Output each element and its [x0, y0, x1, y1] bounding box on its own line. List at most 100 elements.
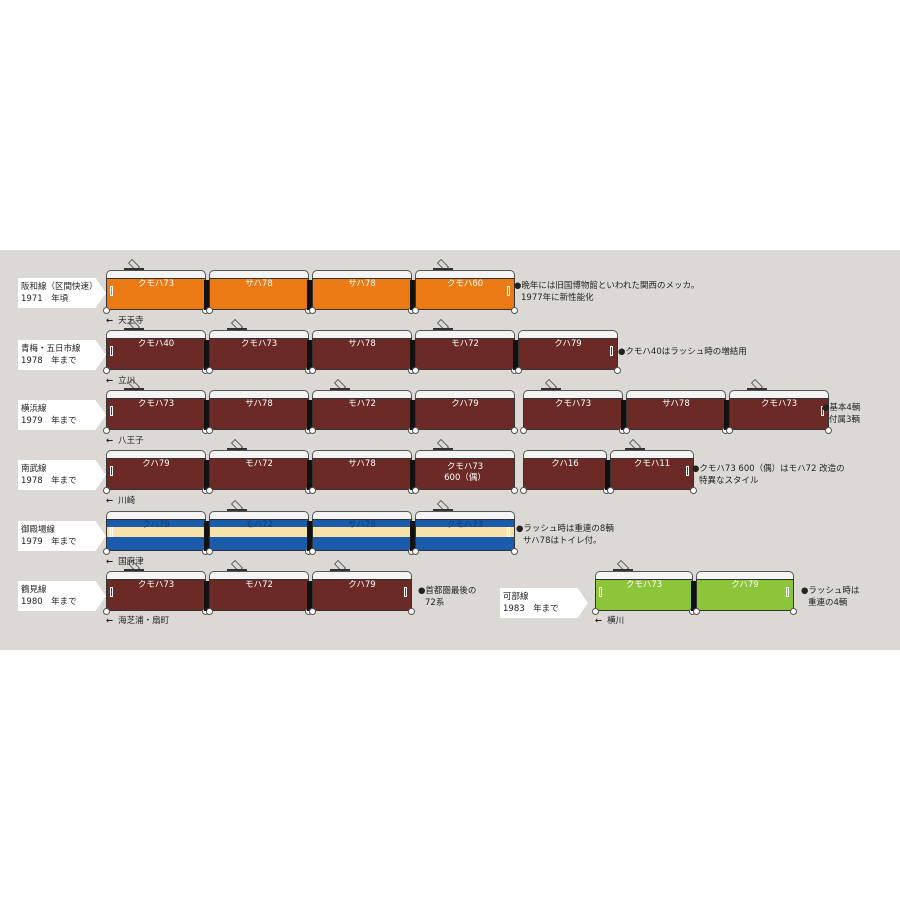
note-line: 72系 — [425, 598, 445, 608]
car-stripe — [312, 519, 412, 527]
train-note: ●クモハ73 600（偶）はモハ72 改造の特異なスタイル — [692, 463, 845, 487]
car-body — [312, 338, 412, 370]
pantograph-base — [541, 388, 561, 390]
train-car: クモハ60 — [412, 259, 518, 314]
car-connector — [307, 460, 312, 490]
train-note: ●クモハ40はラッシュ時の増結用 — [618, 346, 747, 358]
note-line: 特異なスタイル — [699, 476, 759, 486]
car-roof — [415, 270, 515, 278]
car-roof — [209, 571, 309, 579]
car-roof — [415, 390, 515, 398]
train-car: クモハ73 — [103, 560, 209, 615]
car-connector — [410, 460, 415, 490]
train-car: クハ79 — [693, 571, 797, 615]
car-roof — [106, 450, 206, 458]
car-body — [106, 278, 206, 310]
line-name: 南武線 — [21, 464, 47, 474]
car-stripe — [106, 519, 206, 527]
car-wheel — [103, 608, 110, 615]
car-wheel — [309, 487, 316, 494]
car-wheel — [309, 427, 316, 434]
pantograph-base — [227, 448, 247, 450]
train-car: クモハ73 — [103, 259, 209, 314]
car-connector — [621, 400, 626, 430]
note-line: ●クモハ40はラッシュ時の増結用 — [618, 347, 747, 357]
line-name: 青梅・五日市線 — [21, 344, 81, 354]
destination-name: 海芝浦・扇町 — [118, 616, 170, 626]
cab-window — [110, 406, 113, 416]
car-stripe — [312, 537, 412, 551]
note-line: ●ラッシュ時は — [801, 586, 860, 596]
car-body — [209, 458, 309, 490]
car-wheel — [103, 427, 110, 434]
car-stripe — [209, 537, 309, 551]
destination: ←国府津 — [106, 555, 144, 567]
car-wheel — [511, 427, 518, 434]
car-wheel — [206, 307, 213, 314]
car-roof — [415, 450, 515, 458]
car-roof — [209, 330, 309, 338]
destination: ←立川 — [106, 374, 135, 386]
arrow-left-icon: ← — [595, 616, 603, 626]
pantograph-base — [124, 268, 144, 270]
line-name: 可部線 — [503, 592, 529, 602]
car-body — [312, 458, 412, 490]
car-connector — [410, 340, 415, 370]
car-connector — [410, 521, 415, 551]
arrow-left-icon: ← — [106, 436, 114, 446]
car-body — [415, 519, 515, 551]
train-car: クハ79 — [309, 560, 415, 615]
train-car: クモハ11 — [607, 439, 697, 494]
car-wheel — [693, 608, 700, 615]
pantograph-base — [227, 569, 247, 571]
cab-window — [110, 466, 113, 476]
car-wheel — [412, 307, 419, 314]
train-car: クモハ73 — [206, 319, 312, 374]
train-note: ●首都圏最後の 72系 — [418, 585, 476, 609]
train-car: クモハ73 — [103, 379, 209, 434]
line-label: 可部線 1983 年まで — [500, 588, 588, 618]
note-line: ●クモハ73 600（偶）はモハ72 改造の — [692, 464, 845, 474]
car-wheel — [790, 608, 797, 615]
train-car: クモハ73 — [726, 379, 832, 434]
train-car: モハ72 — [206, 500, 312, 555]
car-roof — [106, 390, 206, 398]
car-body — [518, 338, 618, 370]
car-connector — [513, 340, 518, 370]
car-roof — [595, 571, 693, 579]
car-body — [106, 458, 206, 490]
train-car: クハ79 — [103, 450, 209, 494]
car-roof — [106, 330, 206, 338]
car-wheel — [592, 608, 599, 615]
cab-window — [786, 587, 789, 597]
pantograph-base — [227, 509, 247, 511]
car-wheel — [412, 367, 419, 374]
line-name: 御殿場線 — [21, 525, 56, 535]
car-roof — [209, 390, 309, 398]
car-roof — [209, 450, 309, 458]
pantograph-base — [433, 448, 453, 450]
line-period: 1983 年まで — [503, 604, 559, 614]
car-body — [415, 338, 515, 370]
note-line: ●首都圏最後の — [418, 586, 477, 596]
car-roof — [696, 571, 794, 579]
note-line: 1977年に新性能化 — [521, 293, 594, 303]
car-wheel — [520, 427, 527, 434]
car-wheel — [515, 367, 522, 374]
car-roof — [312, 450, 412, 458]
car-stripe — [106, 527, 206, 537]
car-wheel — [511, 307, 518, 314]
car-connector — [691, 581, 696, 611]
car-roof — [729, 390, 829, 398]
car-wheel — [825, 427, 832, 434]
train-car: モハ72 — [412, 319, 518, 374]
cab-window — [110, 286, 113, 296]
cab-window — [507, 286, 510, 296]
car-connector — [307, 521, 312, 551]
car-body — [209, 519, 309, 551]
destination: ←天王寺 — [106, 314, 144, 326]
car-wheel — [206, 608, 213, 615]
destination: ←川崎 — [106, 494, 135, 506]
train-car: クハ79 — [412, 390, 518, 434]
